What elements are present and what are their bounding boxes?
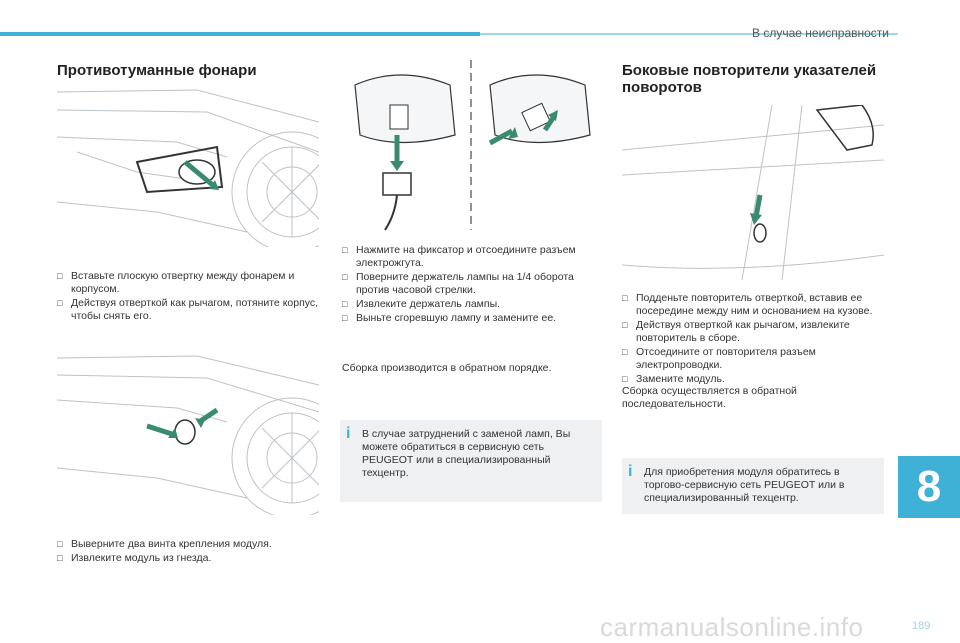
fog-lamp-steps-2: □Выверните два винта крепления модуля. □…	[57, 538, 322, 566]
header-accent-bar	[0, 32, 480, 36]
info-box-module: i Для приобретения модуля обратитесь в т…	[622, 458, 884, 514]
side-repeater-illustration	[622, 105, 884, 280]
square-bullet-icon: □	[622, 374, 628, 384]
reassembly-note-right: Сборка осуществляется в обратной последо…	[622, 385, 797, 410]
section-title: В случае неисправности	[752, 26, 889, 40]
list-item: □Выверните два винта крепления модуля.	[57, 538, 272, 550]
bulb-replacement-steps: □Нажмите на фиксатор и отсоедините разъе…	[342, 244, 602, 326]
chapter-tab: 8	[898, 456, 960, 518]
info-box-service: i В случае затруднений с заменой ламп, В…	[340, 420, 602, 502]
list-item: □Замените модуль.	[622, 373, 725, 385]
square-bullet-icon: □	[622, 320, 628, 330]
fog-lamp-illustration-2	[57, 350, 319, 515]
square-bullet-icon: □	[57, 539, 63, 549]
list-item: □Нажмите на фиксатор и отсоедините разъе…	[342, 244, 576, 269]
list-item: □Выньте сгоревшую лампу и замените ее.	[342, 312, 557, 324]
page-number: 189	[912, 620, 931, 632]
side-repeaters-title: Боковые повторители указателей поворотов	[622, 62, 877, 96]
info-icon: i	[346, 425, 351, 442]
header-rule	[480, 33, 898, 35]
watermark: carmanualsonline.info	[600, 612, 864, 642]
square-bullet-icon: □	[622, 293, 628, 303]
list-item: □Отсоедините от повторителя разъем элект…	[622, 346, 816, 371]
info-text: В случае затруднений с заменой ламп, Вы …	[362, 428, 571, 479]
fog-lamp-steps-1: □Вставьте плоскую отвертку между фонарем…	[57, 270, 322, 324]
list-item: □Извлеките модуль из гнезда.	[57, 552, 212, 564]
square-bullet-icon: □	[342, 272, 348, 282]
list-item: □Действуя отверткой как рычагом, извлеки…	[622, 319, 850, 344]
list-item: □Действуя отверткой как рычагом, потянит…	[57, 297, 319, 322]
info-text: Для приобретения модуля обратитесь в тор…	[644, 466, 845, 504]
square-bullet-icon: □	[342, 299, 348, 309]
square-bullet-icon: □	[57, 553, 63, 563]
info-icon: i	[628, 463, 633, 480]
fog-lamps-title: Противотуманные фонари	[57, 62, 257, 79]
list-item: □Извлеките держатель лампы.	[342, 298, 501, 310]
square-bullet-icon: □	[622, 347, 628, 357]
list-item: □Поверните держатель лампы на 1/4 оборот…	[342, 271, 574, 296]
list-item: □Подденьте повторитель отверткой, встави…	[622, 292, 873, 317]
list-item: □Вставьте плоскую отвертку между фонарем…	[57, 270, 295, 295]
fog-lamp-illustration-1	[57, 82, 319, 247]
square-bullet-icon: □	[57, 298, 63, 308]
square-bullet-icon: □	[57, 271, 63, 281]
side-repeater-steps: □Подденьте повторитель отверткой, встави…	[622, 292, 887, 387]
reassembly-note: Сборка производится в обратном порядке.	[342, 362, 552, 374]
square-bullet-icon: □	[342, 313, 348, 323]
square-bullet-icon: □	[342, 245, 348, 255]
bulb-holder-illustration	[340, 55, 602, 235]
